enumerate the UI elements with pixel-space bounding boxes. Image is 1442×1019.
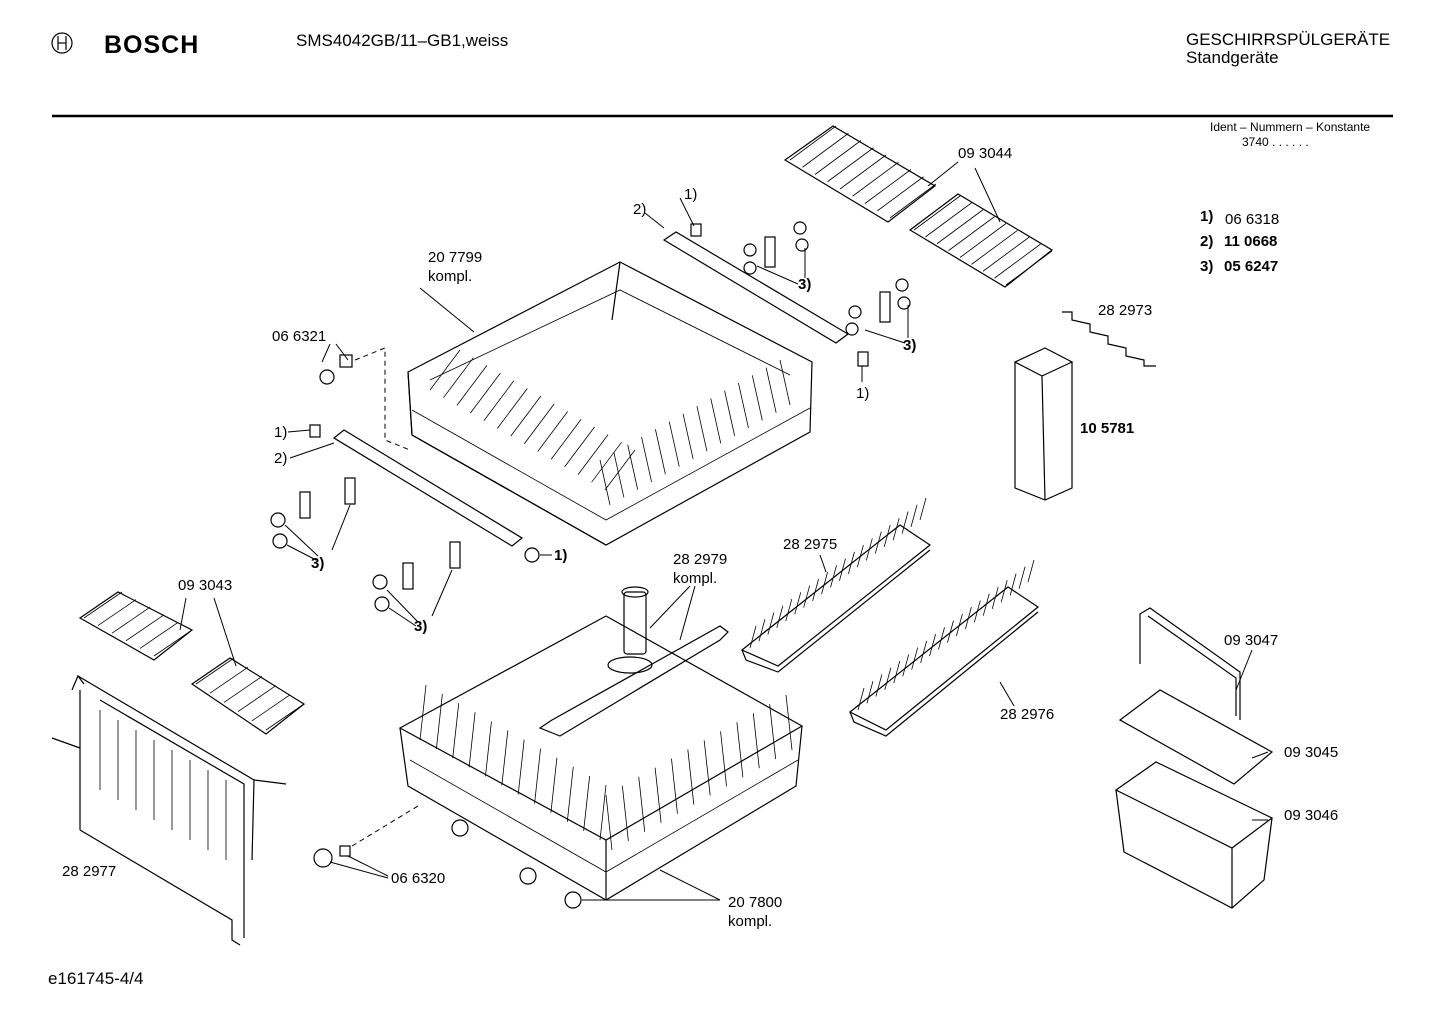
- legend-number-1: 06 6318: [1225, 211, 1280, 228]
- part-label-282977: 28 2977: [62, 863, 117, 880]
- wheel-06-6320-drawing: [313, 845, 351, 868]
- callout-3-b: 3): [903, 337, 917, 354]
- clips-upper-drawing: [270, 221, 911, 612]
- callout-3-a: 3): [798, 276, 812, 293]
- callout-1-b: 1): [856, 385, 870, 402]
- callout-1-a: 1): [684, 186, 698, 203]
- part-label-207800: 20 7800: [728, 894, 783, 911]
- model-number: SMS4042GB/11–GB1,weiss: [296, 31, 509, 50]
- cutlery-basket-282976-drawing: [848, 559, 1040, 737]
- document-id: e161745-4/4: [48, 969, 144, 988]
- callout-2-a: 2): [633, 201, 647, 218]
- legend-number-2: 11 0668: [1224, 233, 1278, 250]
- upper-basket-drawing: [407, 261, 813, 546]
- cutlery-basket-282975-drawing: [740, 497, 932, 673]
- part-label-093047: 09 3047: [1224, 632, 1279, 649]
- spray-arm-drawing: [538, 586, 729, 737]
- lower-basket-drawing: [398, 615, 804, 909]
- part-label-093046: 09 3046: [1284, 807, 1339, 824]
- part-label-282973: 28 2973: [1098, 302, 1153, 319]
- callout-3-d: 3): [414, 618, 428, 635]
- category-title: GESCHIRRSPÜLGERÄTE: [1186, 30, 1391, 49]
- cutlery-container-drawing: [1013, 347, 1074, 501]
- part-label-093044: 09 3044: [958, 145, 1013, 162]
- brand-name: BOSCH: [104, 31, 200, 59]
- frame-28-2977-drawing: [51, 674, 287, 946]
- cutlery-basket-small-drawing: [1114, 607, 1274, 909]
- callout-1-c: 1): [274, 424, 288, 441]
- part-label-066321: 06 6321: [272, 328, 327, 345]
- part-label-207800-sub: kompl.: [728, 913, 773, 930]
- ident-value: 3740 . . . . . .: [1242, 135, 1309, 149]
- part-label-207799: 20 7799: [428, 249, 483, 266]
- part-label-282976: 28 2976: [1000, 706, 1055, 723]
- part-label-207799-sub: kompl.: [428, 268, 473, 285]
- part-label-282979: 28 2979: [673, 551, 728, 568]
- legend-key-1: 1): [1200, 208, 1214, 225]
- part-label-105781: 10 5781: [1080, 420, 1135, 437]
- part-label-282979-sub: kompl.: [673, 570, 718, 587]
- spacer-28-2973-drawing: [1062, 311, 1156, 367]
- legend-number-3: 05 6247: [1224, 258, 1279, 275]
- part-label-093045: 09 3045: [1284, 744, 1339, 761]
- part-label-066320: 06 6320: [391, 870, 446, 887]
- legend-key-2: 2): [1200, 233, 1214, 250]
- part-label-282975: 28 2975: [783, 536, 838, 553]
- part-label-093043: 09 3043: [178, 577, 233, 594]
- callout-1-d: 1): [554, 547, 568, 564]
- legend-key-3: 3): [1200, 258, 1214, 275]
- cutlery-rack-left-drawing: [78, 591, 306, 735]
- subcategory-title: Standgeräte: [1186, 48, 1279, 67]
- cutlery-rack-top-drawing: [783, 125, 1054, 288]
- callout-3-c: 3): [311, 555, 325, 572]
- callout-2-b: 2): [274, 450, 288, 467]
- bosch-logo-icon: [51, 32, 73, 54]
- ident-title: Ident – Nummern – Konstante: [1210, 120, 1371, 134]
- leader-lines-upper: [284, 197, 909, 627]
